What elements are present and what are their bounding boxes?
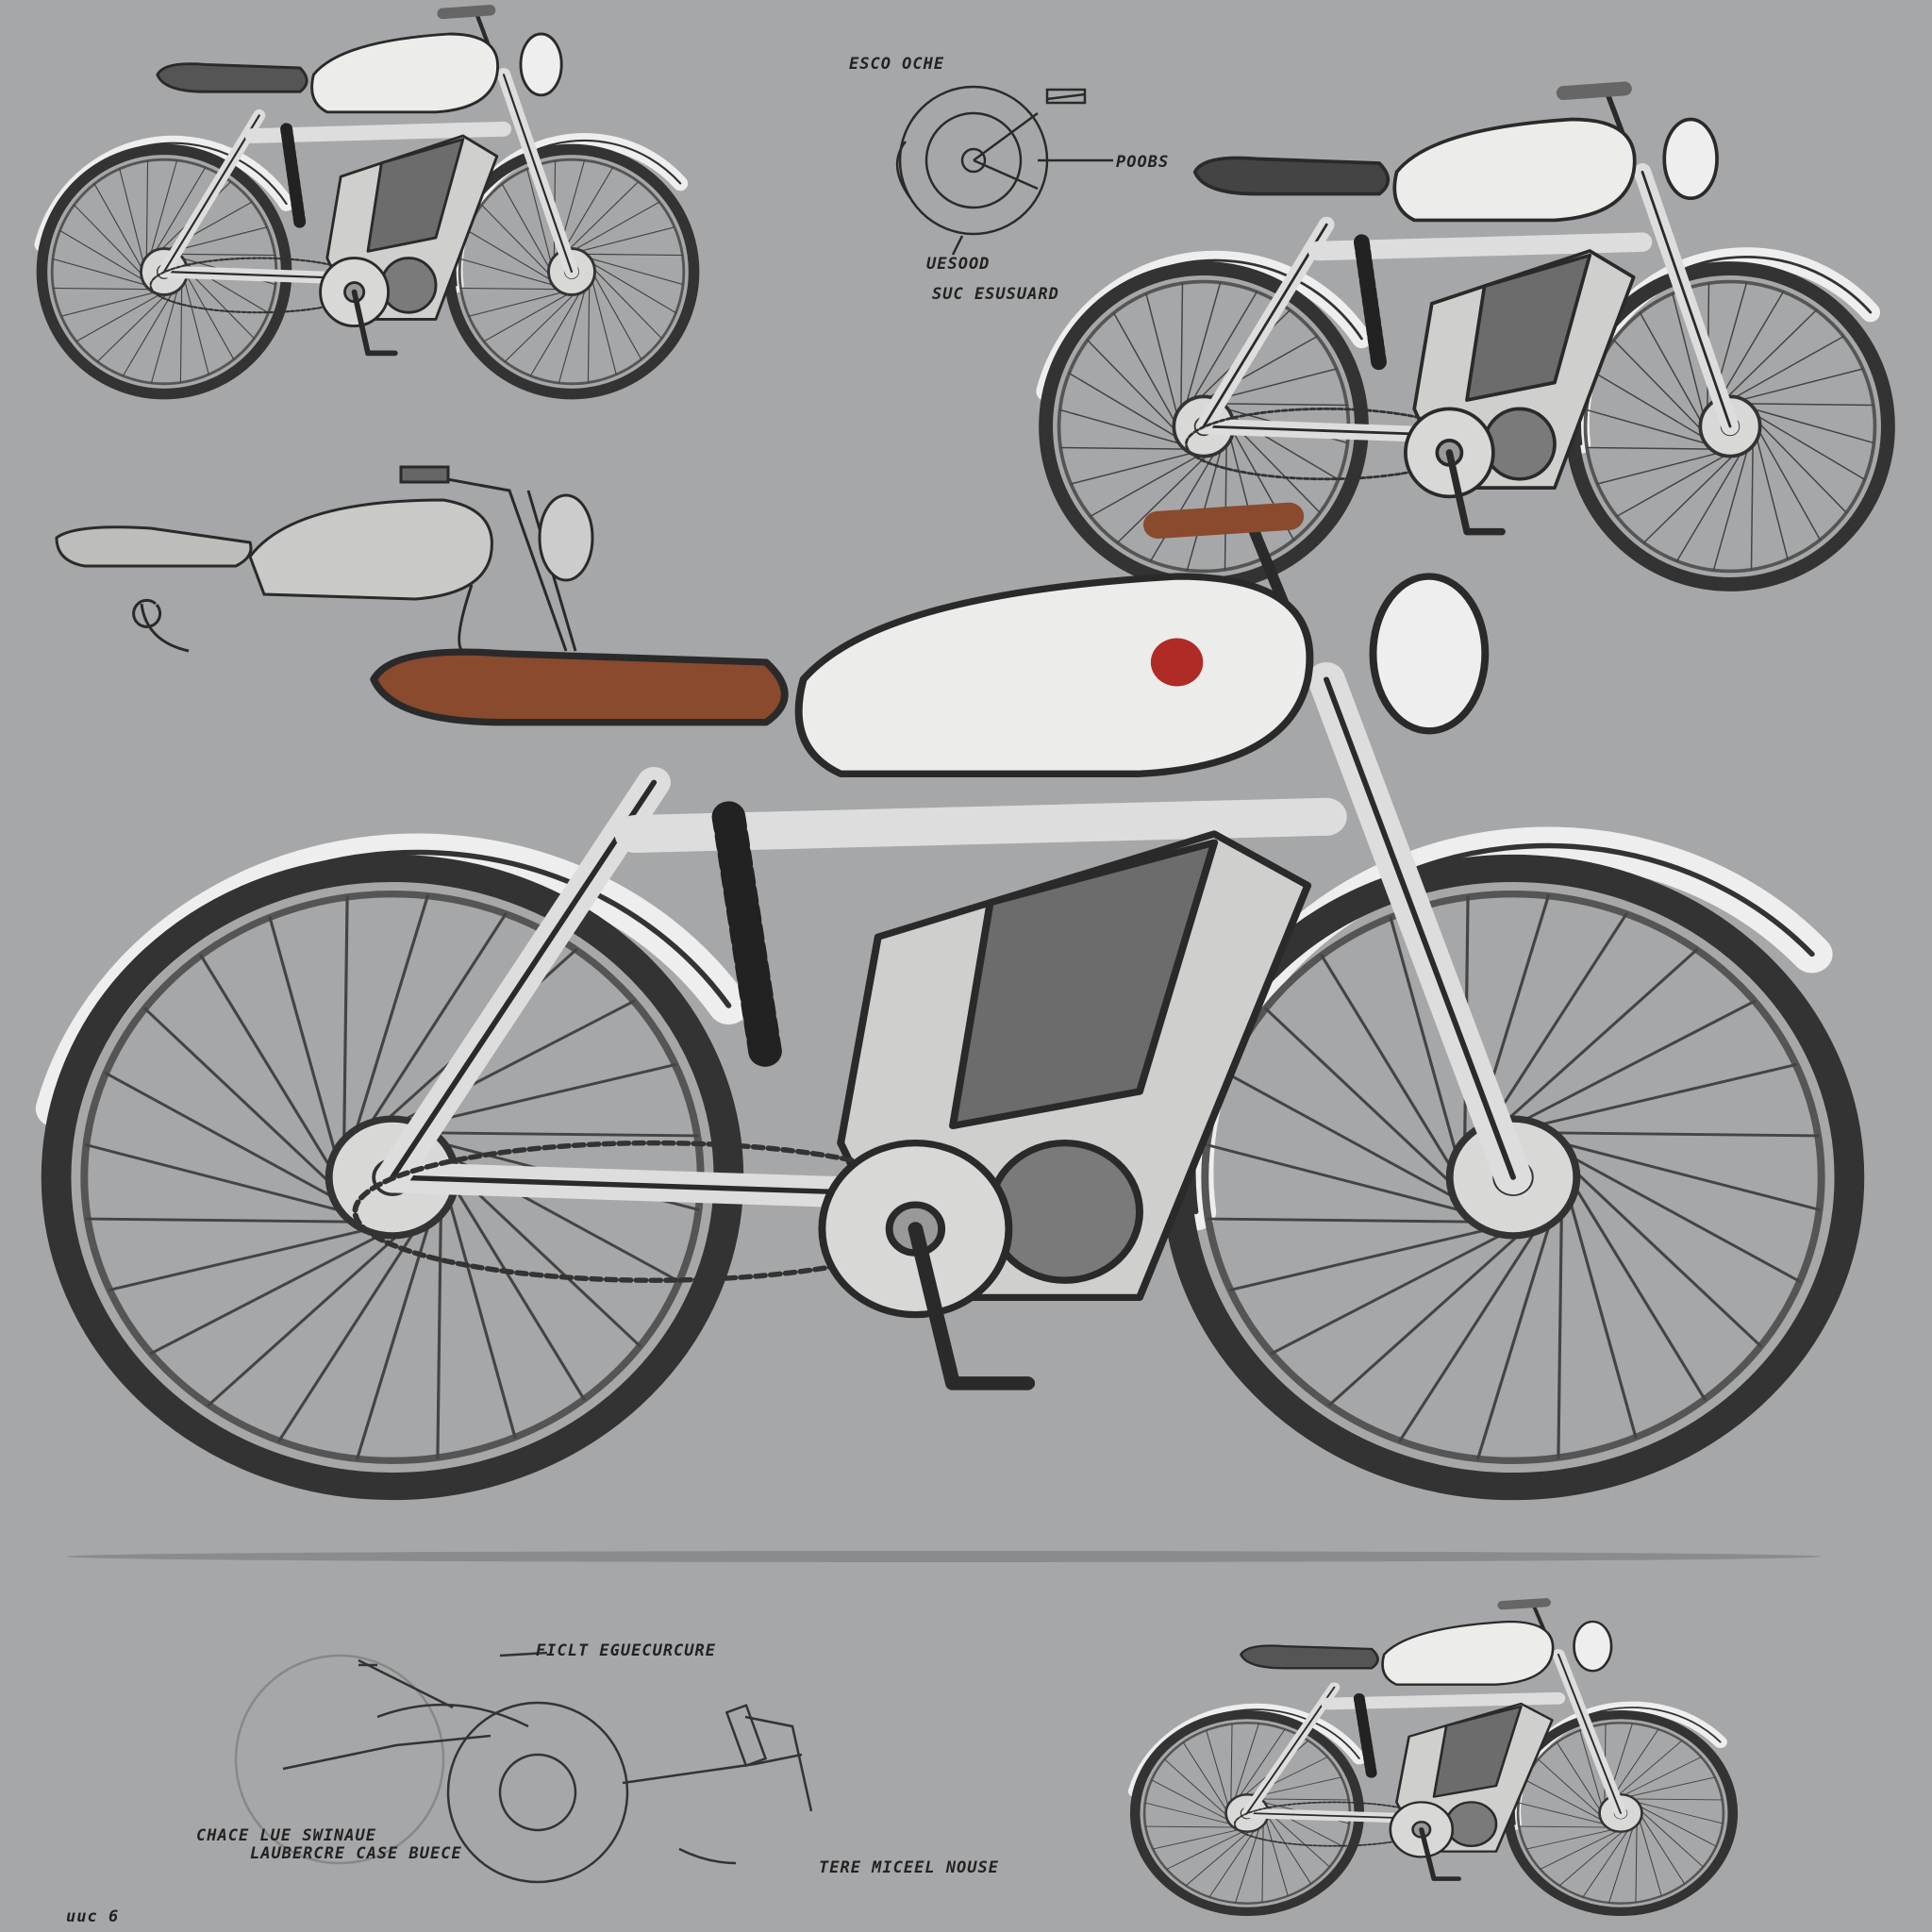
gear-label-right: POOBS (1116, 153, 1170, 172)
gear-diagram-title: ESCO OCHE (849, 55, 945, 74)
hub-motor-diagram (895, 85, 1113, 256)
ground-shadow (66, 1551, 1821, 1562)
drive-label-left-2: LAUBERCRE CASE BUECE (250, 1844, 462, 1863)
corner-mark: uuc 6 (66, 1907, 120, 1926)
main-ebike-illustration (57, 516, 1850, 1486)
gear-label-bottom-1: UESOOD (926, 255, 991, 274)
bike-sketch-top-left (42, 10, 693, 394)
gear-label-bottom-2: SUC ESUSUARD (932, 285, 1059, 304)
drive-label-top: FICLT EGUECURCURE (536, 1641, 716, 1660)
drive-label-left-1: CHACE LUE SWINAUE (196, 1826, 376, 1845)
drive-label-right: TERE MICEEL NOUSE (819, 1858, 999, 1877)
bike-sketch-bottom-right (1135, 1603, 1733, 1912)
drivetrain-sketch (234, 1651, 813, 1884)
bike-sketch-top-right (1046, 89, 1889, 584)
seat-tank-detail-sketch (55, 465, 594, 653)
